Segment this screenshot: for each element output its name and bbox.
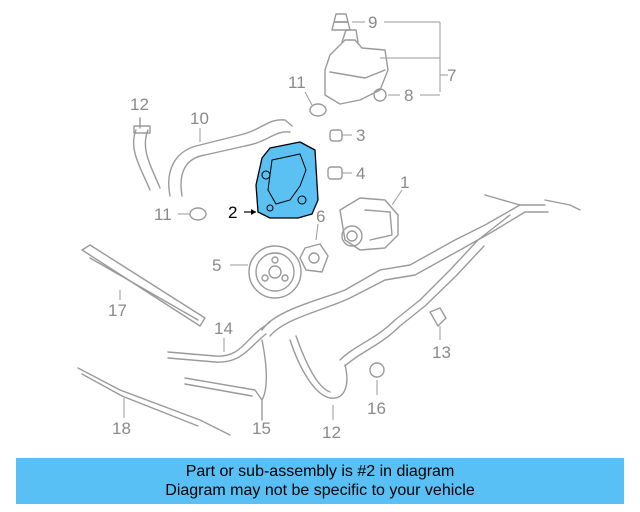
callout-8: 8: [404, 86, 413, 105]
parts-diagram: 9 7 8 11 12 10 3 4 1 2 11 6 5 17 14 13 1…: [77, 13, 581, 442]
callout-13: 12: [322, 423, 341, 442]
part-12-hose[interactable]: [132, 117, 161, 191]
callout-3: 3: [356, 126, 365, 145]
callout-10: 10: [190, 109, 209, 128]
part-5-pulley[interactable]: [230, 245, 302, 299]
callout-17: 16: [367, 399, 386, 418]
callout-11-upper: 11: [288, 73, 306, 92]
part-16-line[interactable]: [184, 339, 268, 421]
part-18-cooler[interactable]: [81, 244, 206, 327]
part-10-hose[interactable]: [168, 119, 293, 197]
callout-2: 2: [228, 203, 237, 222]
part-19-cooler-line[interactable]: [77, 367, 231, 436]
part-8-grommet[interactable]: [373, 88, 400, 102]
callout-14: 13: [432, 343, 451, 362]
part-4-bushing[interactable]: [327, 166, 352, 180]
part-7-reservoir[interactable]: [324, 29, 389, 105]
callout-5: 5: [212, 256, 221, 275]
callout-1: 1: [400, 173, 409, 192]
part-2-bracket[interactable]: [244, 141, 319, 219]
callout-12: 12: [130, 95, 149, 114]
callout-4: 4: [356, 164, 365, 183]
callout-15: 14: [214, 319, 233, 338]
part-17-fitting[interactable]: [369, 362, 385, 395]
callout-7: 7: [447, 66, 456, 85]
callout-11-lower: 11: [154, 205, 172, 224]
part-13-pressure-hose[interactable]: [289, 335, 348, 420]
callout-9: 9: [368, 13, 377, 32]
part-3-bushing[interactable]: [329, 129, 352, 142]
part-9-reservoir-cap[interactable]: [331, 13, 365, 31]
info-banner: Part or sub-assembly is #2 in diagram Di…: [16, 458, 624, 504]
callout-18: 17: [108, 301, 127, 320]
callout-16: 15: [252, 419, 271, 438]
part-14-fitting[interactable]: [429, 307, 447, 340]
callout-labels: 9 7 8 11 12 10 3 4 1 2 11 6 5 17 14 13 1…: [108, 13, 456, 442]
callout-6: 6: [316, 207, 325, 226]
banner-line-1: Part or sub-assembly is #2 in diagram: [185, 463, 455, 480]
part-11-clamp-lower[interactable]: [178, 207, 207, 221]
steering-lines: [261, 194, 581, 367]
callout-19: 18: [112, 419, 131, 438]
part-11-clamp-upper[interactable]: [304, 91, 327, 117]
banner-line-2: Diagram may not be specific to your vehi…: [165, 482, 475, 499]
part-6-gasket[interactable]: [299, 223, 329, 273]
part-15-return-line[interactable]: [167, 321, 271, 363]
part-1-pump[interactable]: [339, 189, 403, 251]
